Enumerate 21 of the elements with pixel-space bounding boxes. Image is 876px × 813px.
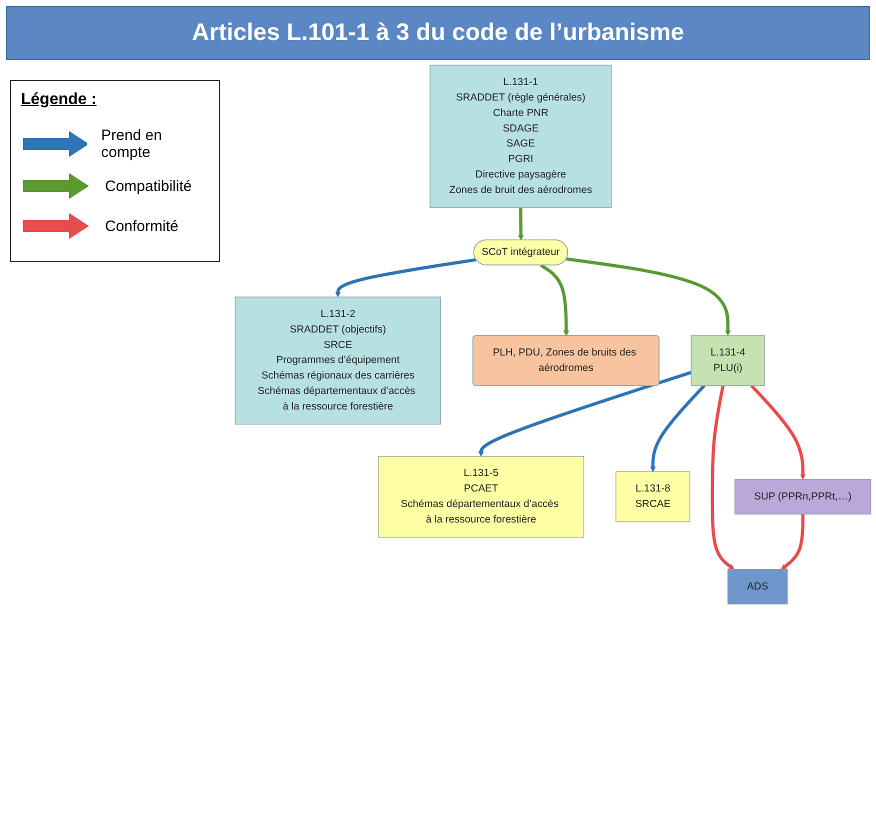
arrow <box>335 258 476 298</box>
node-box: SUP (PPRn,PPRt,…) <box>734 479 872 514</box>
arrow <box>650 384 706 472</box>
node-box: L.131-5 PCAET Schémas départementaux d’accès à la ressource forestière <box>378 456 584 538</box>
arrow <box>750 384 806 480</box>
arrow <box>478 370 692 457</box>
arrow <box>710 385 734 570</box>
legend-text: Prend en compte <box>101 127 163 161</box>
legend-text: Conformité <box>105 218 178 234</box>
arrow <box>566 257 731 336</box>
arrow <box>780 514 804 570</box>
node-box: ADS <box>727 569 788 604</box>
title-banner: Articles L.101-1 à 3 du code de l’urbanisme <box>6 6 870 60</box>
arrow <box>540 264 570 336</box>
legend-text: Compatibilité <box>105 178 192 194</box>
node-box: L.131-8 SRCAE <box>616 471 690 522</box>
legend-heading: Légende : <box>21 91 97 109</box>
arrow <box>518 208 524 240</box>
node-box: L.131-4 PLU(i) <box>690 335 765 386</box>
node-box: L.131-2 SRADDET (objectifs) SRCE Programmes d’équipement Schémas régionaux des carrières Schémas départementaux d’accès à la ressource forestière <box>234 296 441 424</box>
node-box: L.131-1 SRADDET (règle générales) Charte PNR SDAGE SAGE PGRI Directive paysagère Zones de bruit des aérodromes <box>430 64 612 208</box>
